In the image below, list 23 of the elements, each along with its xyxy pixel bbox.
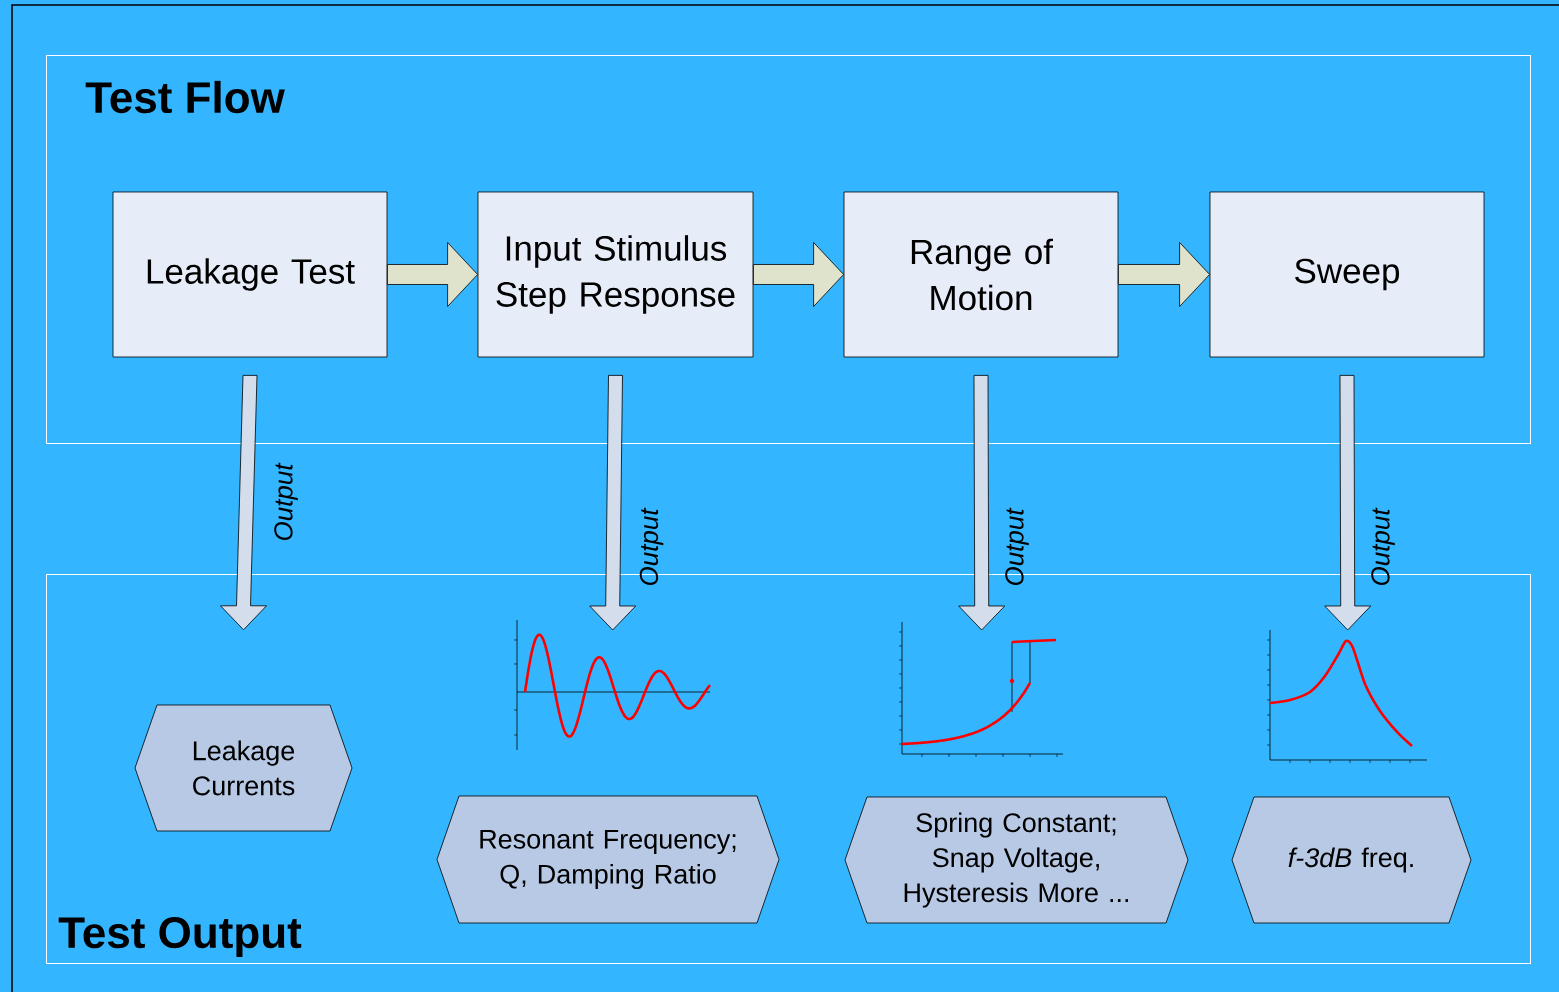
block-arrow bbox=[1118, 242, 1210, 307]
block-arrow bbox=[1324, 375, 1372, 631]
plot-drawing bbox=[513, 619, 712, 751]
process-box: Leakage Test bbox=[112, 191, 388, 358]
hexagon: Spring Constant; Snap Voltage, Hysteresis More ... bbox=[844, 796, 1189, 924]
panel-title: Test Output bbox=[58, 917, 302, 957]
block-arrow bbox=[753, 242, 844, 307]
process-box: Sweep bbox=[1209, 191, 1485, 358]
edge-label: Output bbox=[1371, 507, 1395, 586]
hexagon: Resonant Frequency; Q, Damping Ratio bbox=[436, 795, 780, 924]
edge-label: Output bbox=[639, 507, 664, 586]
plot-drawing bbox=[898, 621, 1064, 758]
process-box: Input Stimulus Step Response bbox=[477, 191, 754, 358]
block-arrow bbox=[958, 375, 1006, 631]
plot-drawing bbox=[1266, 629, 1428, 764]
panel-title: Test Flow bbox=[85, 80, 285, 114]
block-arrow bbox=[387, 242, 478, 307]
block-arrow bbox=[220, 375, 267, 631]
block-arrow bbox=[589, 375, 637, 631]
edge-label: Output bbox=[1005, 507, 1029, 586]
process-box: Range of Motion bbox=[843, 191, 1119, 358]
edge-label: Output bbox=[274, 462, 298, 541]
hexagon: f-3dB freq. bbox=[1231, 796, 1472, 924]
